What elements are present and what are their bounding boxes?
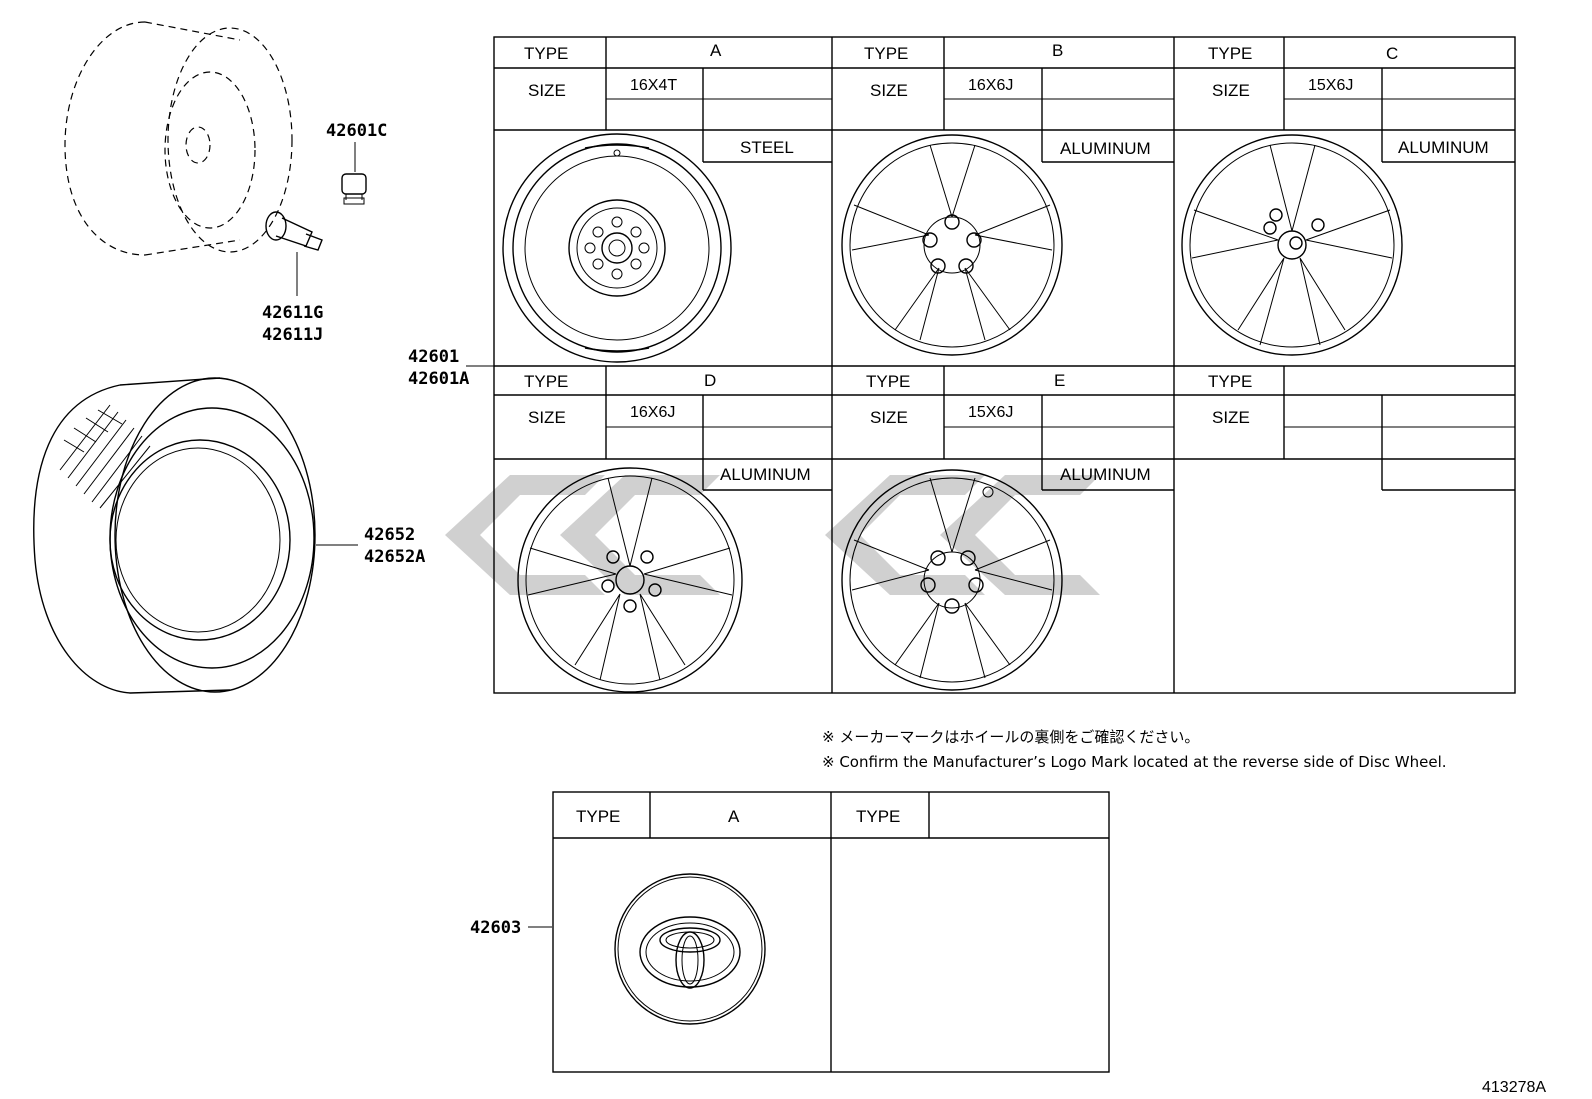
material-e: ALUMINUM bbox=[1060, 465, 1151, 484]
part-label-42601A: 42601A bbox=[408, 369, 469, 389]
type-label-d: TYPE bbox=[524, 372, 568, 391]
size-value-e: 15X6J bbox=[968, 404, 1013, 421]
spare-wheel-dashed bbox=[64, 21, 293, 256]
type-code-c: C bbox=[1386, 44, 1398, 63]
note-english: ※ Confirm the Manufacturer’s Logo Mark l… bbox=[822, 753, 1447, 771]
type-label-b: TYPE bbox=[864, 44, 908, 63]
type-code-d: D bbox=[704, 371, 716, 390]
part-label-42601C: 42601C bbox=[326, 121, 387, 141]
part-label-42652: 42652 bbox=[364, 525, 415, 545]
wheel-table-grid bbox=[493, 36, 1516, 694]
ornament-type-label-a: TYPE bbox=[576, 807, 620, 826]
material-c: ALUMINUM bbox=[1398, 138, 1489, 157]
type-label-a: TYPE bbox=[524, 44, 568, 63]
type-code-b: B bbox=[1052, 41, 1063, 60]
material-a: STEEL bbox=[740, 138, 794, 157]
size-value-b: 16X6J bbox=[968, 77, 1013, 94]
size-label-b: SIZE bbox=[870, 81, 908, 100]
material-d: ALUMINUM bbox=[720, 465, 811, 484]
ornament-type-label-b: TYPE bbox=[856, 807, 900, 826]
ornament-table-grid bbox=[552, 791, 1110, 1073]
note-japanese: ※ メーカーマークはホイールの裏側をご確認ください。 bbox=[822, 728, 1199, 746]
wheel-drawing-a bbox=[502, 133, 732, 363]
part-label-42652A: 42652A bbox=[364, 547, 425, 567]
lug-nut-icon bbox=[341, 173, 367, 205]
wheel-drawing-d bbox=[517, 467, 743, 693]
wheel-drawing-c bbox=[1181, 134, 1403, 356]
material-b: ALUMINUM bbox=[1060, 139, 1151, 158]
ornament-type-code-a: A bbox=[728, 807, 740, 826]
part-label-42601: 42601 bbox=[408, 347, 459, 367]
part-label-42611J: 42611J bbox=[262, 325, 323, 345]
size-label-a: SIZE bbox=[528, 81, 566, 100]
part-label-42603: 42603 bbox=[470, 918, 521, 938]
size-label-c: SIZE bbox=[1212, 81, 1250, 100]
watermark-logo bbox=[445, 475, 1100, 595]
size-label-d: SIZE bbox=[528, 408, 566, 427]
part-label-42611G: 42611G bbox=[262, 303, 323, 323]
diagram-id: 413278A bbox=[1482, 1079, 1546, 1096]
wheel-drawing-b bbox=[841, 134, 1063, 356]
size-label-e: SIZE bbox=[870, 408, 908, 427]
wheel-drawing-e bbox=[841, 469, 1063, 691]
tire-drawing bbox=[33, 377, 316, 694]
size-value-d: 16X6J bbox=[630, 404, 675, 421]
type-label-c: TYPE bbox=[1208, 44, 1252, 63]
toyota-emblem-icon bbox=[614, 873, 766, 1025]
type-label-f: TYPE bbox=[1208, 372, 1252, 391]
size-value-c: 15X6J bbox=[1308, 77, 1353, 94]
size-label-f: SIZE bbox=[1212, 408, 1250, 427]
type-code-a: A bbox=[710, 41, 722, 60]
size-value-a: 16X4T bbox=[630, 77, 677, 94]
valve-stem-icon bbox=[265, 211, 323, 251]
type-label-e: TYPE bbox=[866, 372, 910, 391]
type-code-e: E bbox=[1054, 371, 1065, 390]
